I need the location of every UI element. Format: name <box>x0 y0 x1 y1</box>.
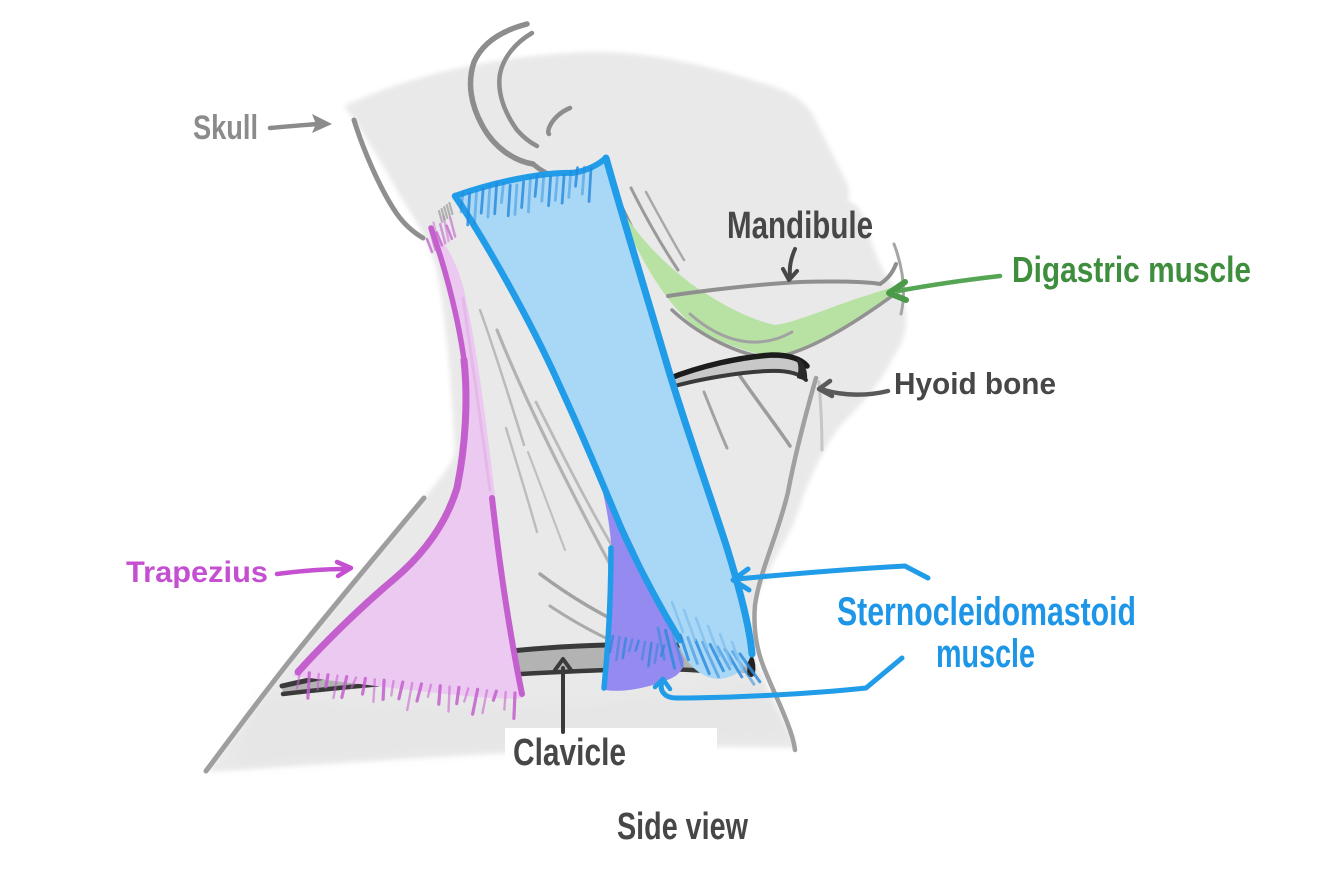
svg-text:Trapezius: Trapezius <box>126 556 268 589</box>
svg-text:Digastric muscle: Digastric muscle <box>1012 249 1251 290</box>
svg-text:Skull: Skull <box>193 109 258 147</box>
svg-text:Hyoid bone: Hyoid bone <box>894 366 1056 401</box>
svg-text:Side view: Side view <box>617 806 748 848</box>
svg-text:Mandibule: Mandibule <box>727 205 873 247</box>
svg-text:Sternocleidomastoid: Sternocleidomastoid <box>837 590 1136 634</box>
svg-text:muscle: muscle <box>936 632 1035 676</box>
svg-text:Clavicle: Clavicle <box>513 732 626 774</box>
